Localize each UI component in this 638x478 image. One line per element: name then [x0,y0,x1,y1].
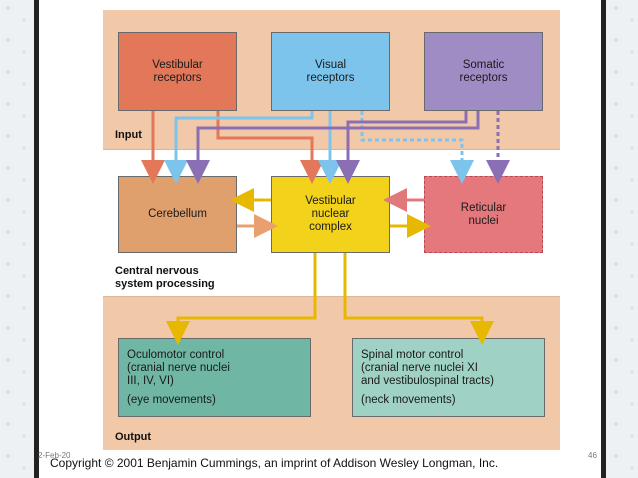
arrow-somatic-to-nuclear [336,111,468,184]
visual-receptors-box: Visual receptors [271,32,390,111]
vestibular-nuclear-complex-box: Vestibular nuclear complex [271,176,390,253]
oculomotor-line2: (cranial nerve nuclei [127,362,230,374]
arrow-vestibular-to-nuclear [216,111,324,184]
arrow-visual-to-reticular [360,111,474,184]
vestibular-receptors-line1: Vestibular [152,58,203,71]
vnc-line3: complex [309,221,352,233]
input-label: Input [115,129,142,141]
vestibular-receptors-box: Vestibular receptors [118,32,237,111]
spinal-line3: and vestibulospinal tracts) [361,375,494,387]
arrow-somatic-to-cerebellum [186,111,480,184]
vestibular-receptors-line2: receptors [153,71,202,84]
slide-date: 2-Feb-20 [38,451,71,460]
slide-page-number: 46 [588,451,597,460]
cns-label: Central nervous system processing [115,265,215,291]
cns-label-line2: system processing [115,278,215,290]
somatic-receptors-line1: Somatic [462,58,505,71]
spinal-motor-box: Spinal motor control (cranial nerve nucl… [352,338,545,417]
visual-receptors-line2: receptors [306,71,355,84]
cns-label-line1: Central nervous [115,265,199,277]
somatic-receptors-line2: receptors [459,71,508,84]
spinal-line2: (cranial nerve nuclei XI [361,362,478,374]
vnc-line2: nuclear [311,208,350,220]
spinal-line1: Spinal motor control [361,349,464,361]
oculomotor-line3: III, IV, VI) [127,375,174,387]
somatic-receptors-box: Somatic receptors [424,32,543,111]
visual-receptors-line1: Visual [314,58,347,71]
arrow-visual-to-cerebellum [164,111,314,184]
arrow-nuclear-to-spinal [343,253,494,345]
cerebellum-label: Cerebellum [148,208,207,220]
vnc-line1: Vestibular [305,195,356,207]
spinal-line4: (neck movements) [361,394,456,406]
reticular-line2: nuclei [468,214,499,227]
arrow-nuclear-to-oculomotor [166,253,317,345]
oculomotor-box: Oculomotor control (cranial nerve nuclei… [118,338,311,417]
output-label: Output [115,431,152,443]
reticular-line1: Reticular [460,201,507,214]
oculomotor-line4: (eye movements) [127,394,216,406]
reticular-nuclei-box: Reticular nuclei [424,176,543,253]
oculomotor-line1: Oculomotor control [127,349,225,361]
copyright-notice: Copyright © 2001 Benjamin Cummings, an i… [50,456,499,470]
